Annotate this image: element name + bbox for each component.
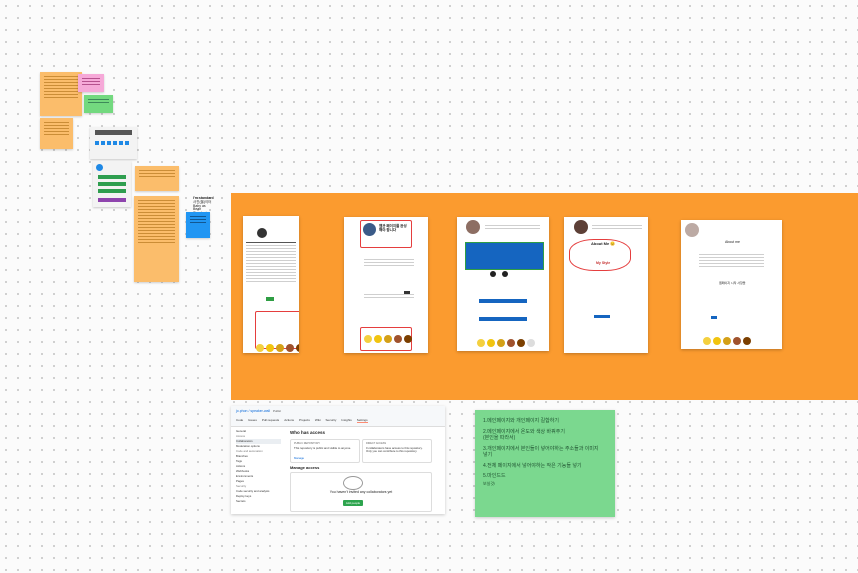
tab-actions[interactable]: Actions bbox=[284, 418, 295, 422]
sidebar-item-collaborators[interactable]: Collaborators bbox=[236, 439, 281, 444]
tab-settings[interactable]: Settings bbox=[356, 418, 368, 423]
card5-title: About me bbox=[725, 240, 740, 244]
todo-sticky-note[interactable]: 1.메인페이지와 개인페이지 길합하기 2.메인페이지에서 온도와 색상 바꿔주… bbox=[475, 410, 615, 517]
sidebar-item-webhooks[interactable]: Webhooks bbox=[236, 469, 250, 473]
box2-text: 0 collaborators have access to this repo… bbox=[366, 446, 423, 454]
card4-title: About Me 😊 bbox=[591, 241, 616, 246]
tab-security[interactable]: Security bbox=[325, 418, 337, 422]
card4-subtitle: My Style bbox=[596, 261, 611, 265]
webpage-mockup-2[interactable]: 웹관 페이지를 완성해야 합니다 bbox=[344, 217, 428, 353]
repo-tabs: Code Issues Pull requests Actions Projec… bbox=[236, 418, 368, 423]
section-title: Who has access bbox=[290, 430, 326, 435]
tab-projects[interactable]: Projects bbox=[299, 418, 310, 422]
sidebar-item-moderation[interactable]: Moderation options bbox=[236, 444, 260, 448]
collaborators-illustration-icon bbox=[343, 476, 363, 490]
sticky-note-orange-2[interactable] bbox=[40, 118, 73, 149]
box2-label: DIRECT ACCESS bbox=[366, 442, 387, 445]
box1-text: This repository is public and visible to… bbox=[294, 446, 352, 450]
card2-title: 웹관 페이지를 완성해야 합니다 bbox=[379, 224, 407, 232]
sticky-note-pink[interactable] bbox=[78, 74, 104, 92]
github-access-screenshot[interactable]: jo.phon / speaker-wall Public Code Issue… bbox=[231, 406, 445, 514]
webpage-mockup-3[interactable] bbox=[457, 217, 549, 351]
ui-mockup-thumbnail[interactable] bbox=[90, 127, 137, 159]
sidebar-item-secrets[interactable]: Secrets bbox=[236, 499, 246, 503]
todo-item-5: 5.마인드드 bbox=[483, 473, 506, 479]
manage-link[interactable]: Manage bbox=[294, 456, 305, 460]
sidebar-item-code-automation: Code and automation bbox=[236, 449, 263, 453]
add-people-button[interactable]: Add people bbox=[343, 500, 363, 506]
settings-sidebar: General Access Collaborators Moderation … bbox=[236, 429, 281, 504]
webpage-mockup-1[interactable] bbox=[243, 216, 299, 353]
sidebar-item-security: Security bbox=[236, 484, 247, 488]
card1-green-text bbox=[273, 220, 297, 228]
orange-frame[interactable]: 웹관 페이지를 완성해야 합니다 About Me 😊 My Style bbox=[231, 193, 858, 400]
sticky-note-blue[interactable] bbox=[186, 212, 210, 238]
tab-insights[interactable]: Insights bbox=[341, 418, 352, 422]
standard-note-line1: I'm standard bbox=[193, 196, 214, 200]
webpage-mockup-4[interactable]: About Me 😊 My Style bbox=[564, 217, 648, 353]
card5-subtitle: 웹페이지 시작 사항들 bbox=[719, 281, 746, 285]
standard-note-line3: Baby as bbox=[193, 203, 206, 208]
sidebar-item-access: Access bbox=[236, 434, 246, 438]
standard-note-line4: Bean bbox=[193, 207, 202, 212]
sticky-note-orange-3[interactable] bbox=[135, 166, 179, 191]
sidebar-item-branches[interactable]: Branches bbox=[236, 454, 248, 458]
empty-state-text: You haven't invited any collaborators ye… bbox=[329, 490, 393, 494]
sticky-note-orange-1[interactable] bbox=[40, 72, 82, 116]
tab-issues[interactable]: Issues bbox=[248, 418, 257, 422]
manage-access-title: Manage access bbox=[290, 465, 320, 470]
sidebar-item-pages[interactable]: Pages bbox=[236, 479, 244, 483]
sidebar-item-environments[interactable]: Environments bbox=[236, 474, 254, 478]
repo-visibility: Public bbox=[273, 409, 282, 413]
repo-name[interactable]: jo.phon / speaker-wall bbox=[236, 409, 271, 413]
sidebar-item-deploy-keys[interactable]: Deploy keys bbox=[236, 494, 252, 498]
sidebar-item-actions[interactable]: Actions bbox=[236, 464, 246, 468]
tab-pull-requests[interactable]: Pull requests bbox=[261, 418, 280, 422]
sidebar-item-tags[interactable]: Tags bbox=[236, 459, 242, 463]
todo-item-2: 2.메인페이지에서 온도와 색상 바꿔주기 (본인을 따라서) bbox=[483, 428, 565, 442]
sticky-note-green-small[interactable] bbox=[84, 95, 113, 113]
sticky-note-orange-tall[interactable] bbox=[134, 196, 179, 282]
tab-code[interactable]: Code bbox=[236, 418, 244, 422]
sidebar-item-general[interactable]: General bbox=[236, 429, 246, 433]
webpage-mockup-5[interactable]: About me 웹페이지 시작 사항들 bbox=[681, 220, 782, 349]
todo-footer: 보실것! bbox=[483, 480, 496, 486]
standard-note-line2: 사진(을)이터 bbox=[193, 199, 212, 204]
tab-wiki[interactable]: Wiki bbox=[314, 418, 321, 422]
box1-label: PUBLIC REPOSITORY bbox=[294, 442, 321, 445]
sidebar-item-code-security[interactable]: Code security and analysis bbox=[236, 489, 270, 493]
todo-item-4: 4.전체 페이지에서 넣어야하는 작은 기능들 넣기 bbox=[483, 462, 582, 469]
todo-item-3: 3.개인페이지에서 본인들이 넣어야하는 주소들과 이미지 넣기 bbox=[483, 445, 599, 459]
flowchart-thumbnail[interactable] bbox=[93, 161, 131, 207]
todo-item-1: 1.메인페이지와 개인페이지 길합하기 bbox=[483, 418, 559, 424]
